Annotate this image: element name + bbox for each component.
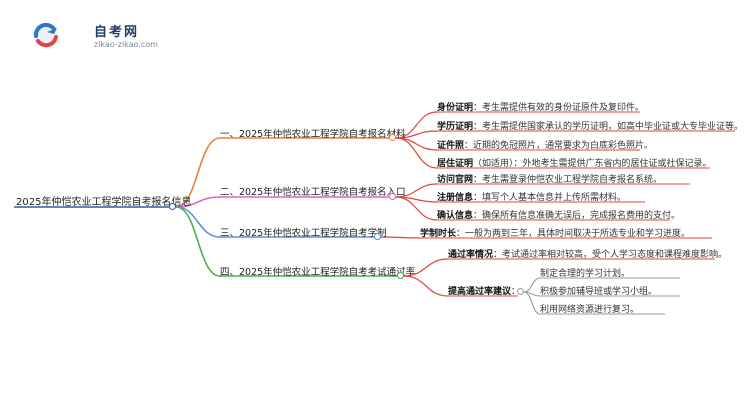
leaf-visit-site: 访问官网：考生需登录仲恺农业工程学院自考报名系统。 (437, 175, 663, 185)
edge-tip-0 (523, 277, 541, 293)
logo-url: zikao-zikao.com (94, 40, 158, 49)
logo-title: 自考网 (94, 25, 140, 40)
edge-tip-2 (523, 291, 541, 315)
branch-entry-label: 二、2025年仲恺农业工程学院自考报名入口 (220, 187, 406, 198)
leaf-id-proof: 身份证明：考生需提供有效的身份证原件及复印件。 (437, 103, 645, 113)
tip-online-review: 利用网络资源进行复习。 (540, 305, 640, 315)
edge-root-pass-rate (175, 206, 221, 277)
leaf-education-proof: 学历证明：考生需提供国家承认的学历证明，如高中毕业证或大专毕业证等。 (437, 122, 744, 132)
edge-entry-leaf-2 (395, 196, 438, 221)
edge-materials-leaf-3 (395, 137, 438, 169)
branch-pass-rate-label: 四、2025年仲恺农业工程学院自考考试通过率 (220, 267, 416, 278)
root-topic: 2025年仲恺农业工程学院自考报名信息 (16, 197, 192, 208)
root-node-dot (169, 203, 176, 210)
tip-join-group: 积极参加辅导班或学习小组。 (540, 287, 658, 297)
branch-materials-dot (389, 134, 396, 141)
branch-entry-dot (389, 193, 396, 200)
tips-node-dot (517, 288, 524, 295)
branch-pass-rate-dot (397, 272, 404, 279)
branch-materials-label: 一、2025年仲恺农业工程学院自考报名材料 (220, 129, 406, 140)
branch-duration-label: 三、2025年仲恺农业工程学院自考学制 (220, 228, 387, 239)
leaf-pass-situation: 通过率情况：考试通过率相对较高，受个人学习态度和课程难度影响。 (448, 250, 728, 260)
leaf-confirm: 确认信息：确保所有信息准确无误后，完成报名费用的支付。 (437, 211, 681, 221)
leaf-pass-tips: 提高通过率建议： (448, 287, 521, 297)
logo-icon (33, 22, 58, 48)
edge-root-duration (175, 206, 221, 238)
leaf-register: 注册信息：填写个人基本信息并上传所需材料。 (437, 193, 627, 203)
leaf-photo: 证件照：近期的免冠照片，通常要求为白底彩色照片。 (437, 141, 654, 151)
leaf-residence-proof: 居住证明（如适用）：外地考生需提供广东省内的居住证或社保记录。 (437, 159, 712, 169)
edge-pass-leaf-0 (403, 258, 449, 277)
edge-duration-leaf (380, 236, 421, 239)
leaf-duration: 学制时长：一般为两到三年，具体时间取决于所选专业和学习进度。 (420, 229, 691, 239)
edge-pass-leaf-1 (403, 275, 449, 297)
branch-duration-dot (374, 233, 381, 240)
site-logo[interactable]: 自考网 zikao-zikao.com (30, 18, 170, 52)
edge-root-materials (175, 137, 221, 208)
edge-root-entry (175, 196, 221, 208)
tip-study-plan: 制定合理的学习计划。 (540, 269, 631, 279)
